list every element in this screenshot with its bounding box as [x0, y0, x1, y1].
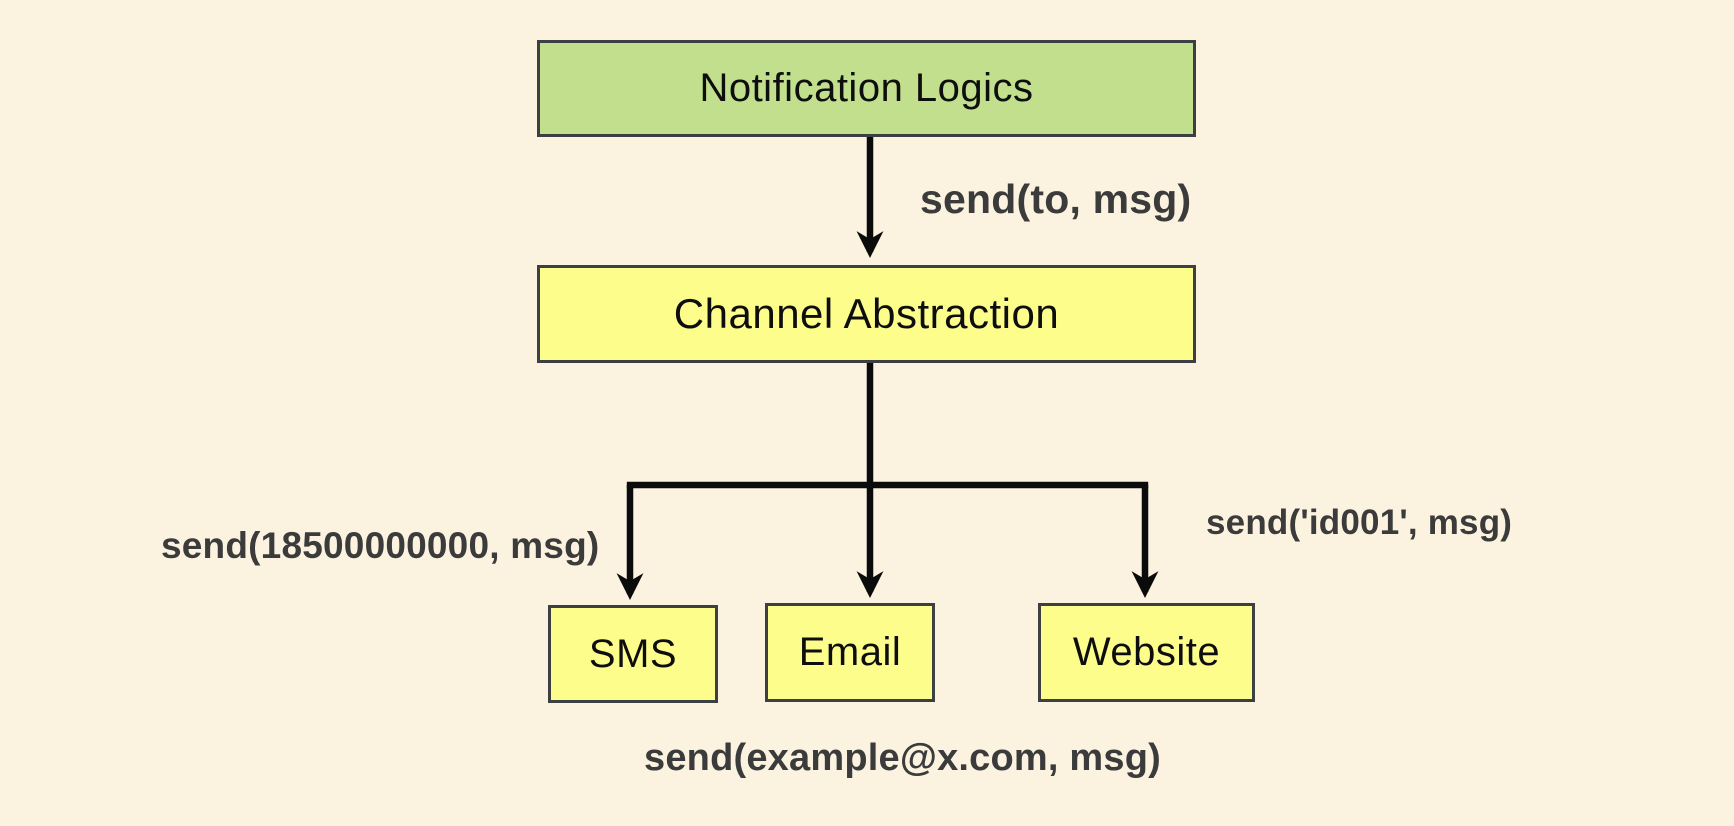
node-website-label: Website: [1072, 630, 1221, 674]
edge-label-send-email: send(example@x.com, msg): [644, 737, 1162, 779]
node-website: Website: [1038, 603, 1255, 702]
edge-label-send-website: send('id001', msg): [1206, 503, 1513, 542]
node-sms-label: SMS: [588, 631, 678, 676]
node-notification-logics-label: Notification Logics: [699, 66, 1034, 110]
node-email-label: Email: [798, 630, 902, 674]
node-channel-abstraction-label: Channel Abstraction: [673, 290, 1060, 337]
node-notification-logics: Notification Logics: [537, 40, 1196, 137]
edge-label-send-sms: send(18500000000, msg): [161, 525, 600, 566]
node-channel-abstraction: Channel Abstraction: [537, 265, 1196, 363]
node-email: Email: [765, 603, 935, 702]
node-sms: SMS: [548, 605, 718, 703]
edge-label-send-generic: send(to, msg): [920, 176, 1192, 222]
